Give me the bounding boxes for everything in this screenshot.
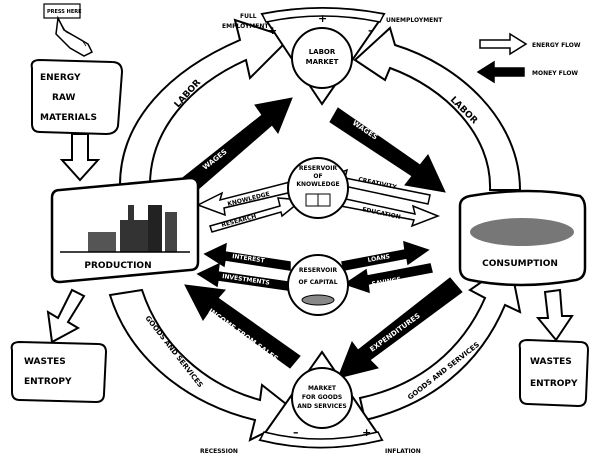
income-from-sales-arrow: [184, 284, 301, 369]
expenditures-arrow: [337, 277, 463, 379]
recession-label: RECESSION: [200, 448, 238, 455]
goods-market-label-3: AND SERVICES: [297, 403, 346, 410]
knowledge-res-2: OF: [313, 173, 322, 180]
goods-right-label: GOODS AND SERVICES: [406, 341, 481, 402]
energy-box: [30, 58, 124, 182]
research-label: RESEARCH: [221, 213, 257, 229]
labor-market-plus-center: +: [318, 12, 327, 25]
energy-label-2: RAW: [52, 93, 75, 103]
knowledge-arrow: [196, 181, 293, 217]
legend: [476, 32, 528, 84]
labor-market-minus: –: [368, 24, 374, 37]
wastes-left-1: WASTES: [24, 357, 66, 367]
money-flow-legend-label: MONEY FLOW: [532, 70, 578, 77]
wastes-right-2: ENTROPY: [530, 379, 578, 389]
expenditures-label: EXPENDITURES: [368, 312, 421, 354]
capital-flows: [196, 240, 433, 294]
loans-arrow: [341, 240, 430, 271]
money-flow-legend-arrow: [476, 60, 525, 84]
wastes-right-box: [518, 288, 589, 408]
labor-market-label-2: MARKET: [306, 58, 339, 66]
energy-label-1: ENERGY: [40, 73, 81, 83]
education-arrow: [329, 195, 441, 228]
goods-market-plus: +: [362, 426, 371, 439]
goods-market-minus: –: [293, 426, 299, 439]
goods-market-label-2: FOR GOODS: [302, 394, 342, 401]
interest-label: INTEREST: [232, 253, 266, 265]
research-arrow: [209, 197, 304, 233]
wages-right-arrow: [329, 107, 446, 193]
energy-flow-legend-arrow: [479, 32, 528, 56]
labor-right-arrow: [353, 26, 522, 191]
knowledge-res-1: RESERVOIR: [299, 165, 338, 172]
goods-market-gauge: [258, 350, 384, 449]
consumption-label: CONSUMPTION: [482, 259, 558, 269]
labor-market-label-1: LABOR: [309, 48, 336, 56]
savings-arrow: [343, 263, 433, 294]
energy-flow-legend-label: ENERGY FLOW: [532, 42, 581, 49]
investments-arrow: [196, 262, 289, 291]
full-employment-2: EMPLOYMENT: [222, 23, 269, 30]
unemployment-label: UNEMPLOYMENT: [386, 17, 443, 24]
full-employment-1: FULL: [240, 13, 257, 20]
goods-market-label-1: MARKET: [308, 385, 337, 392]
money-ring: [179, 97, 463, 379]
capital-reservoir: [287, 254, 349, 316]
consumption-node: [458, 189, 587, 287]
energy-label-3: MATERIALS: [40, 113, 97, 123]
wastes-left-box: [10, 288, 108, 404]
loans-label: LOANS: [367, 253, 390, 264]
interest-arrow: [203, 242, 291, 271]
production-node: [50, 176, 200, 284]
knowledge-res-3: KNOWLEDGE: [296, 181, 339, 188]
knowledge-reservoir: [287, 157, 349, 219]
wastes-right-1: WASTES: [530, 357, 572, 367]
wages-left-arrow: [179, 97, 293, 193]
inflation-label: INFLATION: [385, 448, 421, 455]
capital-res-2: OF CAPITAL: [298, 279, 337, 286]
capital-res-1: RESERVOIR: [299, 267, 338, 274]
labor-market-plus: +: [268, 24, 277, 37]
press-here-label: PRESS HERE: [47, 9, 82, 15]
labor-market-gauge: [260, 7, 386, 106]
production-label: PRODUCTION: [84, 261, 151, 271]
wastes-left-2: ENTROPY: [24, 377, 72, 387]
press-here-pointer: [43, 3, 94, 57]
